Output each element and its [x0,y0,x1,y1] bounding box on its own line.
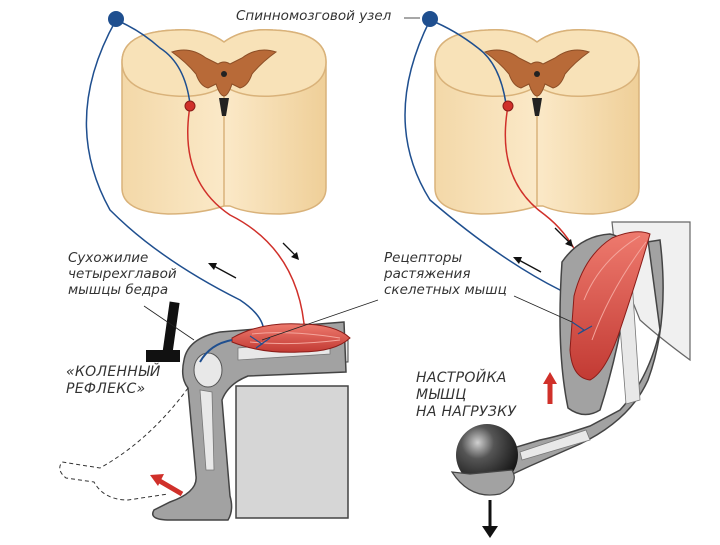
knee-reflex-label-line-2: РЕФЛЕКС» [66,381,146,397]
knee-reflex-label: «КОЛЕННЫЙ РЕФЛЕКС» [66,364,161,398]
load-arrow [482,500,498,538]
arrow-efferent-left [282,242,299,260]
knee-reflex-label-line-1: «КОЛЕННЫЙ [66,364,161,380]
quadriceps-muscle [199,323,351,363]
afferent-nerve-left [85,11,265,341]
biceps-muscle [569,231,651,381]
leg-dashed-extended [59,387,189,501]
tendon-label-line-3: мышцы бедра [68,282,169,298]
receptors-label-line-3: скелетных мышц [384,282,507,298]
receptors-label-line-2: растяжения [384,266,471,282]
ganglion-label: Спинномозговой узел [236,8,391,24]
muscle-tuning-label-line-2: МЫШЦ [416,387,467,403]
efferent-nerve-left [184,100,306,336]
spinal-cord-left [121,29,327,215]
receptors-label: Рецепторы растяжения скелетных мышц [384,250,507,298]
muscle-tuning-label: НАСТРОЙКА МЫШЦ НА НАГРУЗКУ [416,370,516,421]
muscle-tuning-label-line-1: НАСТРОЙКА [416,370,507,386]
arrow-efferent-right [554,227,573,247]
arrow-afferent-right [513,257,542,273]
tendon-label: Сухожилие четырехглавой мышцы бедра [68,250,177,298]
leg-figure [152,321,347,521]
reflex-hammer [146,301,180,362]
receptors-label-line-1: Рецепторы [384,250,463,266]
contraction-arrow [543,372,557,404]
tendon-label-line-2: четырехглавой [68,266,177,282]
arrow-afferent-left [208,263,237,279]
leader-lines [143,17,573,341]
kick-arrow [150,474,184,497]
spinal-cord-right [434,29,640,215]
muscle-tuning-label-line-3: НА НАГРУЗКУ [416,404,517,420]
ganglion-label-text: Спинномозговой узел [236,8,392,24]
hand-with-ball [450,424,518,496]
tendon-label-line-1: Сухожилие [68,250,149,266]
